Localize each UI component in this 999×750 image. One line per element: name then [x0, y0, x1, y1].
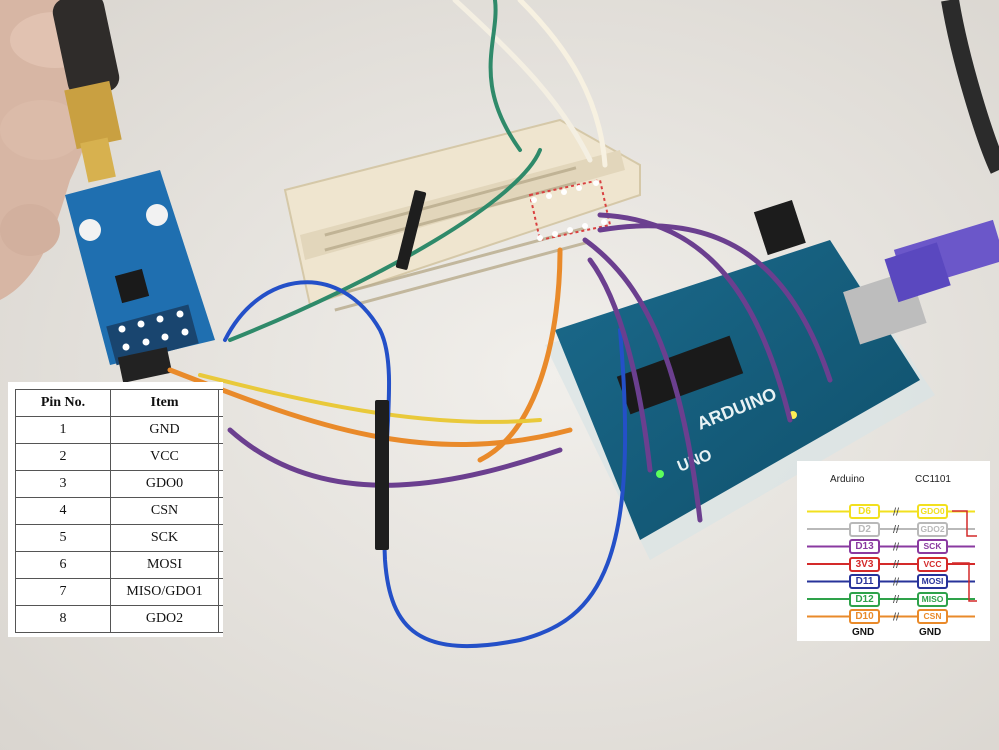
pin-item: MOSI [110, 551, 219, 579]
antenna [52, 0, 122, 183]
pin-number: 5 [15, 524, 111, 552]
legend-break-mark: // [893, 577, 900, 589]
pin-item: SCK [110, 524, 219, 552]
usb-cable [884, 219, 999, 303]
pin-number: 7 [15, 578, 111, 606]
legend-break-mark: // [893, 612, 900, 624]
table-edge-cell [218, 470, 223, 498]
table-edge-cell [218, 416, 223, 444]
cc1101-module [65, 170, 215, 383]
arduino-pin-label: D13 [849, 539, 880, 554]
cc1101-gnd-label: GND [919, 627, 942, 638]
pin-item: GDO0 [110, 470, 219, 498]
table-edge-cell [218, 443, 223, 471]
arduino-pin-label: D2 [849, 521, 880, 537]
jumper-wires [167, 0, 833, 649]
arduino-pin-label: D12 [849, 591, 880, 607]
cc1101-header: CC1101 [915, 474, 951, 485]
pin-item: CSN [110, 497, 219, 525]
table-edge-cell [218, 497, 223, 525]
table-edge-cell [218, 578, 223, 606]
arduino-pin-label: D10 [849, 609, 880, 624]
pin-item: MISO/GDO1 [110, 578, 219, 606]
cc1101-pin-label: GDO0 [917, 504, 948, 519]
arduino-gnd-label: GND [852, 627, 875, 638]
legend-break-mark: // [893, 559, 900, 571]
arduino-pin-label: D11 [849, 574, 880, 589]
wiring-lines: // // // // // // // [807, 507, 977, 624]
pin-number: 8 [15, 605, 111, 633]
pin-number: 2 [15, 443, 111, 471]
cc1101-pin-label: MOSI [917, 574, 948, 589]
legend-break-mark: // [893, 507, 900, 519]
pin-number: 4 [15, 497, 111, 525]
table-edge-cell [218, 389, 223, 417]
legend-bracket-lines [952, 510, 977, 602]
legend-break-mark: // [893, 542, 900, 554]
cc1101-pin-label: CSN [917, 609, 948, 624]
table-edge-cell [218, 524, 223, 552]
pin-item: VCC [110, 443, 219, 471]
cc1101-pin-label: GDO2 [917, 521, 948, 537]
pin-number: 3 [15, 470, 111, 498]
cc1101-pin-label: SCK [917, 539, 948, 554]
arduino-header: Arduino [830, 474, 865, 485]
cc1101-pin-label: MISO [917, 591, 948, 607]
table-edge-cell [218, 551, 223, 579]
arduino-pin-label: D6 [849, 504, 880, 519]
pin-table-header-row: Pin No. Item [15, 389, 223, 417]
pin-item: GDO2 [110, 605, 219, 633]
pin-no-header: Pin No. [15, 389, 111, 417]
item-header: Item [110, 389, 219, 417]
pin-number: 6 [15, 551, 111, 579]
legend-break-mark: // [893, 594, 900, 606]
cc1101-pin-label: VCC [917, 556, 948, 572]
legend-break-mark: // [893, 524, 900, 536]
table-edge-cell [218, 605, 223, 633]
arduino-pin-label: 3V3 [849, 556, 880, 572]
pin-item: GND [110, 416, 219, 444]
pin-number: 1 [15, 416, 111, 444]
